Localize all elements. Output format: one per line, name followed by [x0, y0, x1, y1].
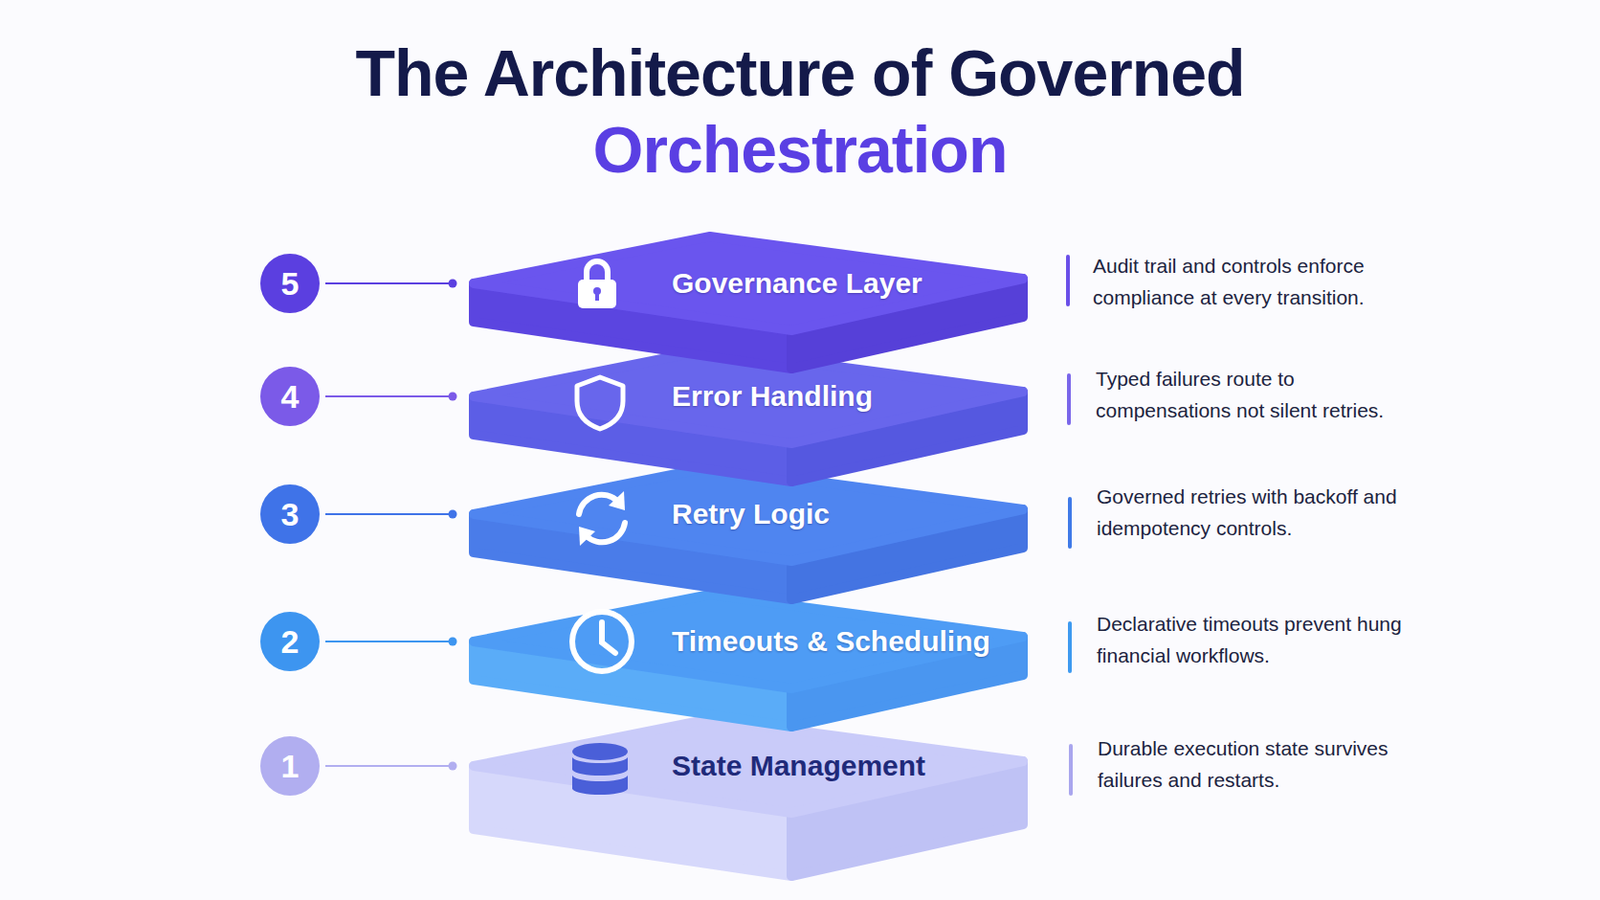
slab-shape: [466, 588, 1031, 733]
layer-title: Retry Logic: [671, 497, 830, 531]
layer-slab: Timeouts & Scheduling: [466, 588, 1031, 733]
leader-connector: [325, 637, 458, 646]
layer-description: Governed retries with backoff and idempo…: [1096, 480, 1427, 544]
slab-shape: [466, 230, 1031, 375]
callout-number: 2: [281, 622, 300, 661]
callout-circle: 1: [260, 735, 320, 796]
layer-title: Governance Layer: [671, 266, 923, 300]
accent-bar: [1067, 496, 1072, 549]
layer-description: Typed failures route to compensations no…: [1095, 362, 1426, 426]
layer-description: Audit trail and controls enforce complia…: [1092, 249, 1423, 313]
diagram-title: The Architecture of Governed Orchestrati…: [340, 34, 1260, 188]
callout-circle: 3: [260, 484, 320, 544]
accent-bar: [1067, 621, 1072, 673]
layer-slab: Retry Logic: [466, 461, 1031, 605]
leader-connector: [325, 510, 458, 519]
callout-circle: 4: [260, 366, 320, 426]
callout-number: 5: [281, 265, 300, 303]
layer-title: State Management: [671, 749, 926, 782]
accent-bar: [1068, 743, 1073, 796]
leader-connector: [325, 392, 458, 401]
callout-number: 3: [281, 495, 300, 534]
leader-connector: [325, 279, 458, 289]
accent-bar: [1066, 373, 1071, 425]
slab-shape: [466, 712, 1031, 882]
layer-description: Durable execution state survives failure…: [1097, 732, 1428, 796]
callout-circle: 5: [260, 253, 320, 313]
callout-number: 4: [281, 377, 300, 416]
callout-circle: 2: [260, 611, 320, 671]
leader-connector: [325, 761, 458, 771]
callout-number: 1: [281, 747, 300, 785]
accent-bar: [1066, 254, 1070, 307]
layer-description: Declarative timeouts prevent hung financ…: [1096, 607, 1427, 671]
layer-title: Error Handling: [671, 379, 873, 413]
layer-title: Timeouts & Scheduling: [671, 624, 991, 658]
layer-slab: Governance Layer: [466, 230, 1031, 375]
layer-slab: State Management: [466, 712, 1031, 882]
slab-shape: [466, 461, 1031, 605]
